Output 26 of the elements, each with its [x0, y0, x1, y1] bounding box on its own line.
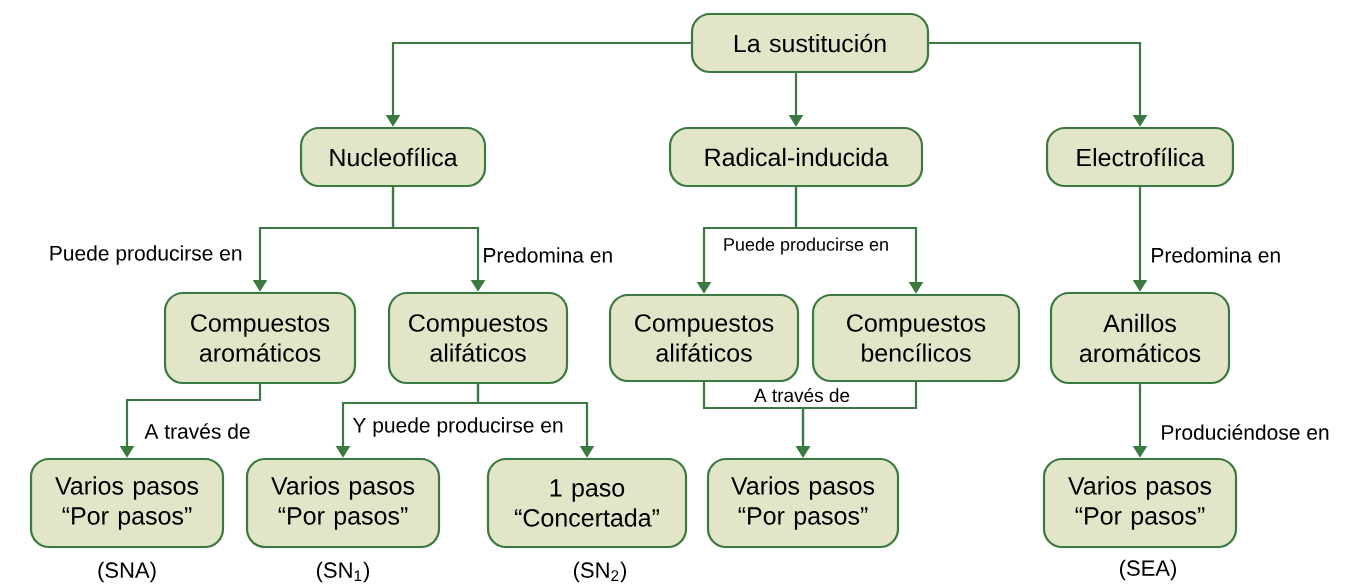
concept-box: Compuestos alifáticos [608, 293, 800, 383]
concept-box: 1 paso “Concertada” [486, 457, 688, 549]
edge-label: Produciéndose en [1158, 422, 1332, 442]
concept-box: Varios pasos “Por pasos” [245, 457, 441, 549]
edge-label: Puede producirse en [720, 235, 892, 257]
concept-box: Varios pasos “Por pasos” [706, 457, 900, 549]
edge-label: A través de [751, 385, 853, 405]
concept-box: Compuestos alifáticos [387, 291, 569, 385]
edge-label: Puede producirse en [46, 243, 245, 267]
reaction-code: (SN$_{2}$) [573, 561, 627, 583]
concept-box: Radical-inducida [668, 126, 924, 188]
reaction-code: (SN$_{1}$) [316, 561, 370, 583]
reaction-code: (SEA) [1120, 559, 1176, 581]
concept-box: La sustitución [690, 12, 930, 74]
concept-box: Compuestos bencílicos [811, 293, 1021, 383]
edge-label: Predomina en [480, 245, 616, 265]
concept-box: Compuestos aromáticos [163, 291, 357, 385]
concept-box: Nucleofílica [299, 126, 487, 188]
concept-box: Varios pasos “Por pasos” [29, 457, 225, 549]
edge-label: Predomina en [1148, 245, 1284, 265]
edge-label: A través de [142, 421, 253, 441]
edge-label: Y puede producirse en [350, 415, 566, 439]
concept-box: Varios pasos “Por pasos” [1042, 457, 1238, 549]
concept-box: Electrofílica [1045, 126, 1235, 188]
reaction-code: (SNA) [98, 561, 156, 583]
concept-box: Anillos aromáticos [1049, 291, 1231, 385]
